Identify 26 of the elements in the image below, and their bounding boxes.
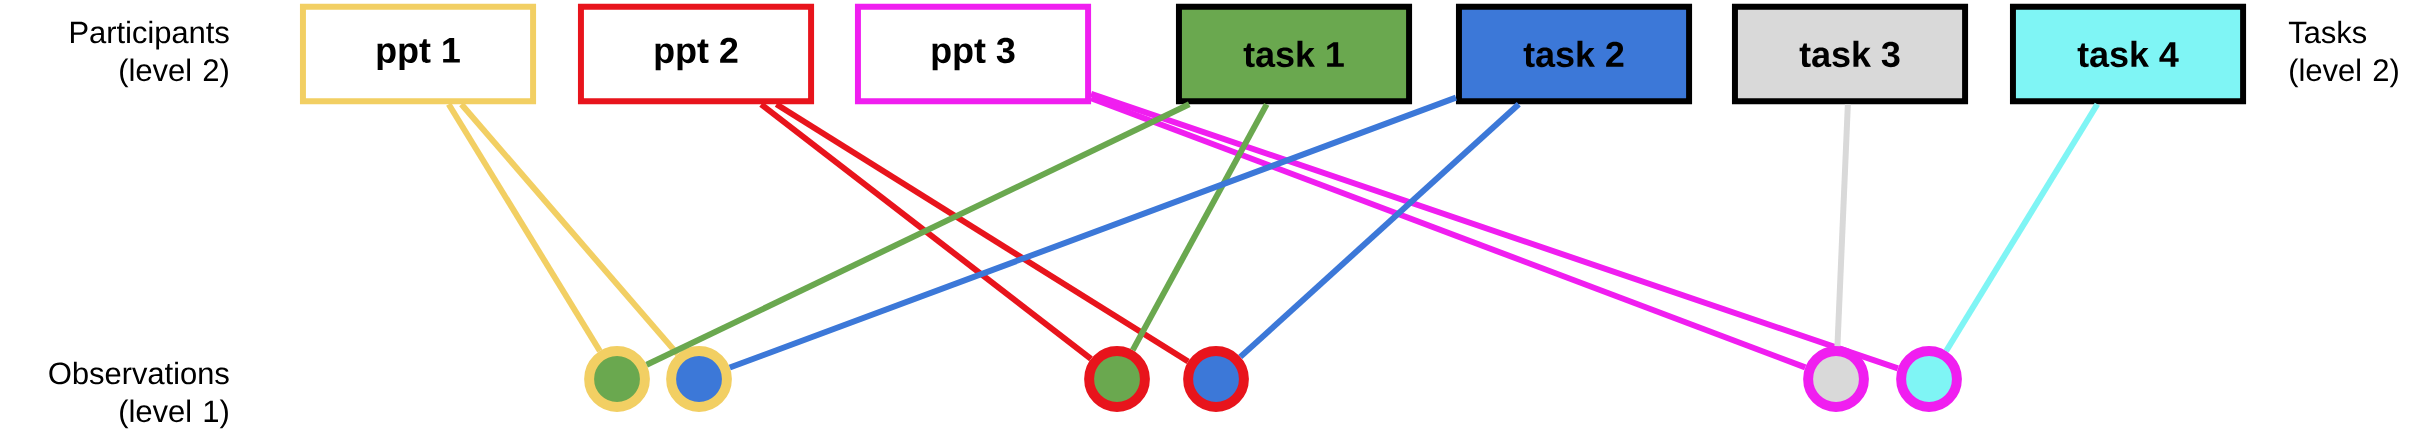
connector-line [459, 102, 680, 357]
side-label: Observations (level 1) [49, 361, 229, 429]
box: task 3 [1731, 3, 1969, 105]
connector-line [759, 101, 1093, 362]
connector-line [1834, 104, 1851, 347]
observation-dot [1183, 346, 1249, 412]
connector-line [1130, 102, 1270, 352]
observation-dot [1896, 346, 1962, 412]
connector-line [728, 94, 1457, 371]
connector-line [1943, 102, 2100, 353]
connector-line [1238, 102, 1521, 360]
observation-dot [584, 346, 650, 412]
connector-line [774, 101, 1190, 365]
observation-dot [1803, 346, 1869, 412]
box: ppt 1 [299, 3, 537, 105]
box: task 2 [1455, 3, 1693, 105]
observation-dot [1084, 346, 1150, 412]
box: ppt 3 [854, 3, 1092, 105]
box: ppt 2 [577, 3, 815, 105]
connector-line [446, 102, 603, 353]
side-label: Participants (level 2) [71, 20, 229, 88]
side-label: Tasks (level 2) [2288, 20, 2398, 88]
box: task 4 [2009, 3, 2247, 105]
connector-line [645, 101, 1191, 368]
observation-dot [666, 346, 732, 412]
box: task 1 [1175, 3, 1413, 105]
